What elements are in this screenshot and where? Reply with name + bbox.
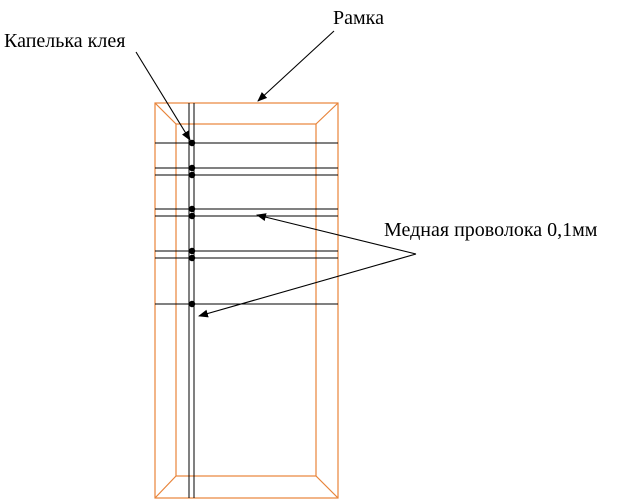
glue-drop: [188, 300, 196, 308]
copper-wire-label: Медная проволока 0,1мм: [384, 219, 598, 241]
frame-arrow: [257, 30, 335, 102]
copper-wires: [155, 103, 338, 498]
glue-drops: [188, 139, 196, 308]
frame-bevel-tr: [315, 102, 339, 125]
wire-arrow-lower: [198, 253, 417, 318]
frame-label: Рамка: [333, 7, 384, 29]
glue-drop: [188, 247, 196, 255]
wire-arrow-upper: [256, 213, 417, 255]
frame-bevel-tl: [154, 102, 177, 125]
glue-drop-arrow: [135, 51, 191, 141]
frame-bevel-bl: [154, 475, 177, 499]
glue-drop-label: Капелька клея: [4, 30, 125, 52]
frame: [154, 102, 339, 499]
glue-drop: [188, 164, 196, 172]
glue-drop: [188, 212, 196, 220]
glue-drop: [188, 205, 196, 213]
frame-bevel-br: [315, 475, 339, 499]
glue-drop: [188, 139, 196, 147]
frame-inner: [175, 123, 317, 477]
leader-arrows: [135, 30, 417, 318]
frame-outer: [154, 102, 339, 499]
glue-drop: [188, 171, 196, 179]
glue-drop: [188, 254, 196, 262]
